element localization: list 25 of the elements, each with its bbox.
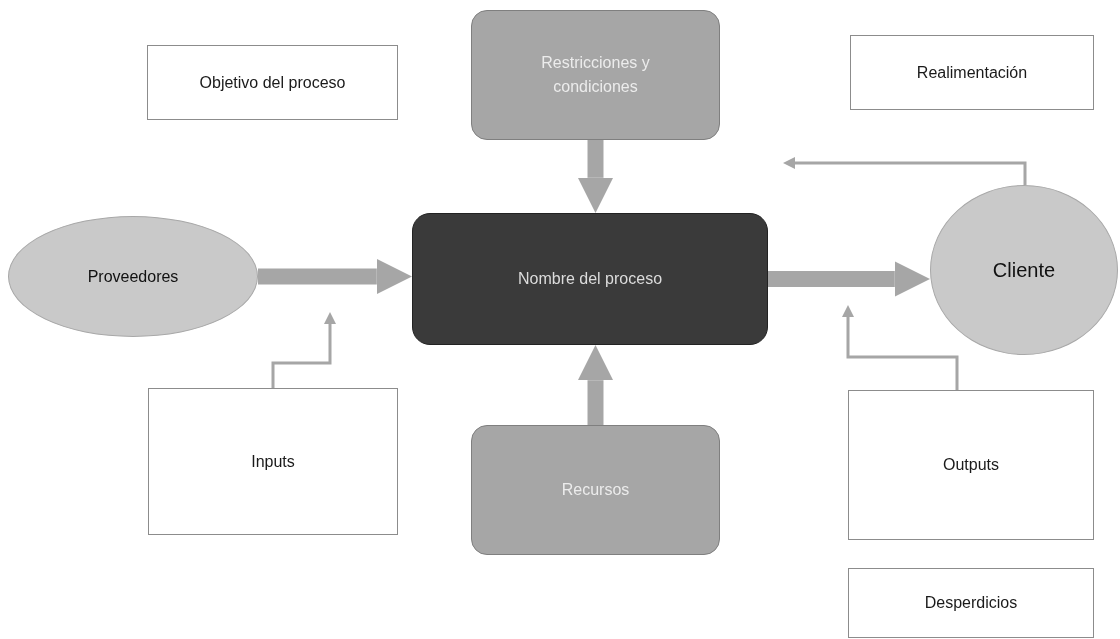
rounded-box <box>471 10 720 140</box>
block-arrow <box>258 258 412 295</box>
node-label: Cliente <box>992 258 1056 283</box>
text-box <box>848 390 1094 540</box>
node-label: Recursos <box>561 480 630 500</box>
node-label: Inputs <box>251 451 295 472</box>
node-label: Objetivo del proceso <box>199 72 346 93</box>
arrow <box>842 305 959 390</box>
arrow <box>783 157 1027 185</box>
text-box <box>148 388 398 535</box>
rounded-box <box>471 425 720 555</box>
node-label: Desperdicios <box>924 593 1018 613</box>
text-box <box>850 35 1094 110</box>
block-arrow <box>577 140 614 213</box>
node-label: Outputs <box>943 455 999 475</box>
text-box <box>147 45 398 120</box>
arrow <box>271 312 336 388</box>
node-label: Proveedores <box>87 266 179 287</box>
node-label: Nombre del proceso <box>517 269 663 289</box>
process-box <box>412 213 768 345</box>
block-arrow <box>768 261 930 297</box>
node-label: Realimentación <box>916 62 1028 83</box>
block-arrow <box>577 345 614 425</box>
text-box <box>848 568 1094 638</box>
node-label: Restricciones y condiciones <box>540 53 651 97</box>
